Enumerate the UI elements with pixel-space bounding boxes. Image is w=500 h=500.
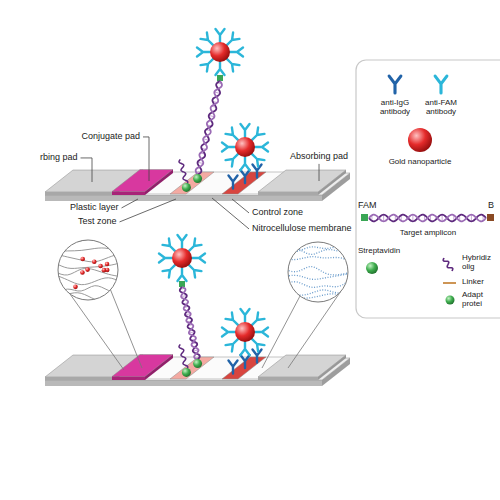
leader-line xyxy=(120,199,176,222)
molecules xyxy=(159,29,268,377)
gold-nanoparticle xyxy=(235,137,255,157)
gold-nanoparticle xyxy=(210,42,230,62)
legend-label: Adapt protei xyxy=(462,291,492,309)
antibody-symbol xyxy=(435,76,447,93)
gold-nanoparticle xyxy=(408,128,432,152)
linker-mark xyxy=(443,282,456,284)
part-label: Absorbing pad xyxy=(290,152,348,162)
legend-label: anti-FAM antibody xyxy=(421,99,461,117)
antibody-symbol xyxy=(229,176,238,189)
gold-nanoparticle xyxy=(235,322,255,342)
streptavidin xyxy=(193,174,202,183)
legend-panel xyxy=(356,60,500,318)
part-label: rbing pad xyxy=(40,153,78,163)
part-label: Conjugate pad xyxy=(81,132,140,142)
absorbing-pad-right xyxy=(258,355,346,380)
antibody-symbol xyxy=(241,309,250,322)
magnifier xyxy=(262,242,352,368)
legend-label: Gold nanoparticle xyxy=(389,158,452,167)
antibody-symbol xyxy=(159,254,172,263)
lateral-flow-strip xyxy=(45,170,350,202)
leader-line xyxy=(143,137,149,181)
fam-mark xyxy=(179,281,185,287)
antibody-symbol xyxy=(241,355,250,368)
legend-label: Target amplicon xyxy=(400,229,456,238)
dna-helix xyxy=(196,81,222,175)
oligo-strand xyxy=(179,159,188,184)
leader-line xyxy=(81,158,92,182)
fam-mark xyxy=(217,75,223,81)
oligo-strand xyxy=(443,258,453,271)
streptavidin xyxy=(446,296,455,305)
part-label: Control zone xyxy=(252,208,303,218)
leader-line xyxy=(319,164,320,181)
antibody-symbol xyxy=(178,235,187,248)
gold-nanoparticle xyxy=(172,248,192,268)
magnifiers xyxy=(54,237,352,370)
panel-frame xyxy=(356,60,500,318)
plastic-layer xyxy=(45,195,322,201)
antibody-symbol xyxy=(389,76,401,93)
antibody-symbol xyxy=(255,328,268,337)
antibody-symbol xyxy=(255,143,268,152)
antibody-symbol xyxy=(222,143,235,152)
fam-mark xyxy=(361,214,368,221)
antibody-symbol xyxy=(216,62,225,75)
leader-line xyxy=(232,199,249,213)
antibody-symbol xyxy=(178,268,187,281)
legend-label: Hybridiz olig xyxy=(462,254,496,272)
lateral-flow-strip xyxy=(45,355,350,387)
dna-helix xyxy=(180,287,200,360)
part-label: Plastic layer xyxy=(70,203,119,213)
streptavidin xyxy=(193,359,202,368)
antibody-symbol xyxy=(241,170,250,183)
antibody-symbol xyxy=(222,328,235,337)
dna-helix xyxy=(369,215,486,222)
antibody-symbol xyxy=(241,157,250,170)
leader-line xyxy=(122,199,138,208)
test-strips xyxy=(45,170,350,387)
antibody-symbol xyxy=(229,361,238,374)
leader-lines xyxy=(81,137,319,229)
antibody-symbol xyxy=(241,124,250,137)
legend-label: Streptavidin xyxy=(358,247,400,256)
conjugate-pad xyxy=(112,355,173,381)
antibody-symbol xyxy=(192,254,205,263)
streptavidin xyxy=(182,183,191,192)
test-zone-band xyxy=(170,357,214,379)
antibody-symbol xyxy=(230,48,243,57)
antibody-symbol xyxy=(216,29,225,42)
part-label: FAM xyxy=(358,201,377,211)
plastic-layer xyxy=(45,380,322,386)
oligo-strand xyxy=(179,344,188,369)
antibody-symbol xyxy=(241,342,250,355)
biotin-mark xyxy=(487,214,494,221)
test-zone-band xyxy=(170,172,214,194)
absorbing-pad-right xyxy=(258,170,346,195)
part-label: Nitrocellulose membrane xyxy=(252,224,352,234)
legend-label: Linker xyxy=(462,278,484,287)
magnifier xyxy=(54,237,142,370)
streptavidin xyxy=(182,368,191,377)
streptavidin xyxy=(366,262,378,274)
part-label: Test zone xyxy=(78,217,117,227)
legend-label: anti-IgG antibody xyxy=(375,99,415,117)
part-label: B xyxy=(488,201,494,211)
antibody-symbol xyxy=(197,48,210,57)
leader-line xyxy=(212,198,249,229)
conjugate-pad xyxy=(112,170,173,196)
